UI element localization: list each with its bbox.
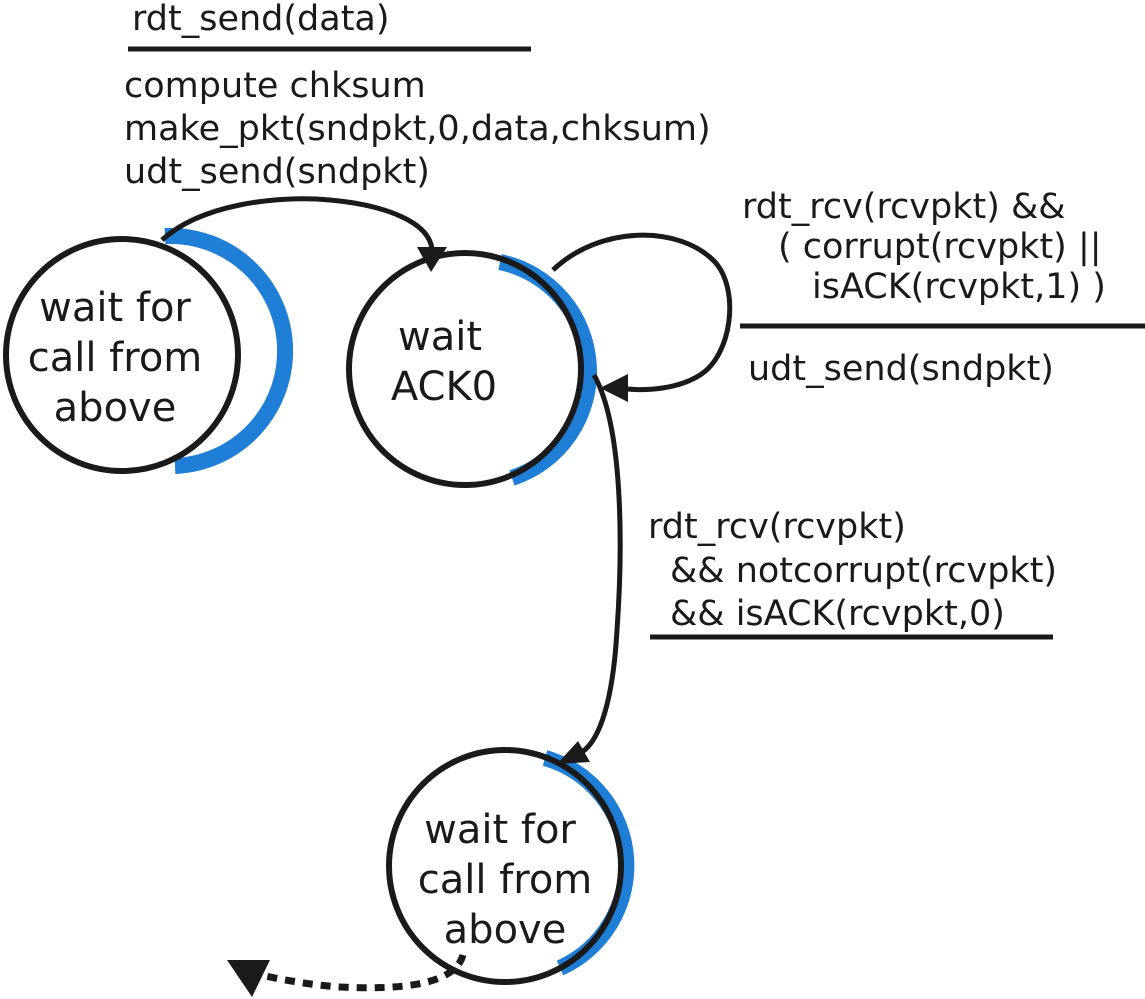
transition-arrow <box>160 196 435 251</box>
arrowhead-icon <box>417 247 447 272</box>
state-label-line: call from <box>28 335 203 381</box>
state-label-line: ACK0 <box>391 364 497 410</box>
transition-event: isACK(rcvpkt,1) ) <box>812 267 1106 307</box>
state-shading <box>164 227 294 474</box>
state-circle <box>346 250 584 488</box>
transition-event: rdt_rcv(rcvpkt) <box>648 507 906 547</box>
state-label-line: wait <box>398 314 482 360</box>
state-label-line: wait for <box>424 807 576 853</box>
transition-arrow <box>580 373 623 755</box>
state-label-line: call from <box>418 857 593 903</box>
dotted-arrow <box>264 953 467 992</box>
state-shading <box>498 254 597 486</box>
arrowhead-icon <box>227 960 270 997</box>
transition-ack: rdt_rcv(rcvpkt) && notcorrupt(rcvpkt) &&… <box>557 373 1057 764</box>
transition-action: udt_send(sndpkt) <box>748 349 1054 389</box>
arrowhead-icon <box>600 374 628 402</box>
arrowhead-icon <box>557 741 590 764</box>
state-label-line: wait for <box>39 285 191 331</box>
state-wait-call-bottom: wait for call from above <box>386 747 635 985</box>
state-circle <box>386 747 624 985</box>
transition-event: rdt_send(data) <box>132 0 390 39</box>
transition-action: make_pkt(sndpkt,0,data,chksum) <box>124 109 711 149</box>
transition-event: && notcorrupt(rcvpkt) <box>670 551 1057 591</box>
state-circle <box>3 236 241 474</box>
transition-event: rdt_rcv(rcvpkt) && <box>742 187 1066 227</box>
state-label-line: above <box>444 907 567 953</box>
transition-send: rdt_send(data) compute chksum make_pkt(s… <box>124 0 711 272</box>
transition-action: udt_send(sndpkt) <box>124 152 430 192</box>
state-wait-ack0: wait ACK0 <box>346 250 597 488</box>
transition-arrow <box>551 232 733 393</box>
transition-event: && isACK(rcvpkt,0) <box>670 594 1005 634</box>
transition-event: ( corrupt(rcvpkt) || <box>778 227 1102 267</box>
transition-resend: rdt_rcv(rcvpkt) && ( corrupt(rcvpkt) || … <box>551 187 1145 402</box>
state-label-line: above <box>54 385 177 431</box>
continuation-arrow <box>227 953 467 997</box>
state-wait-call-left: wait for call from above <box>3 227 294 474</box>
transition-action: compute chksum <box>124 66 426 106</box>
